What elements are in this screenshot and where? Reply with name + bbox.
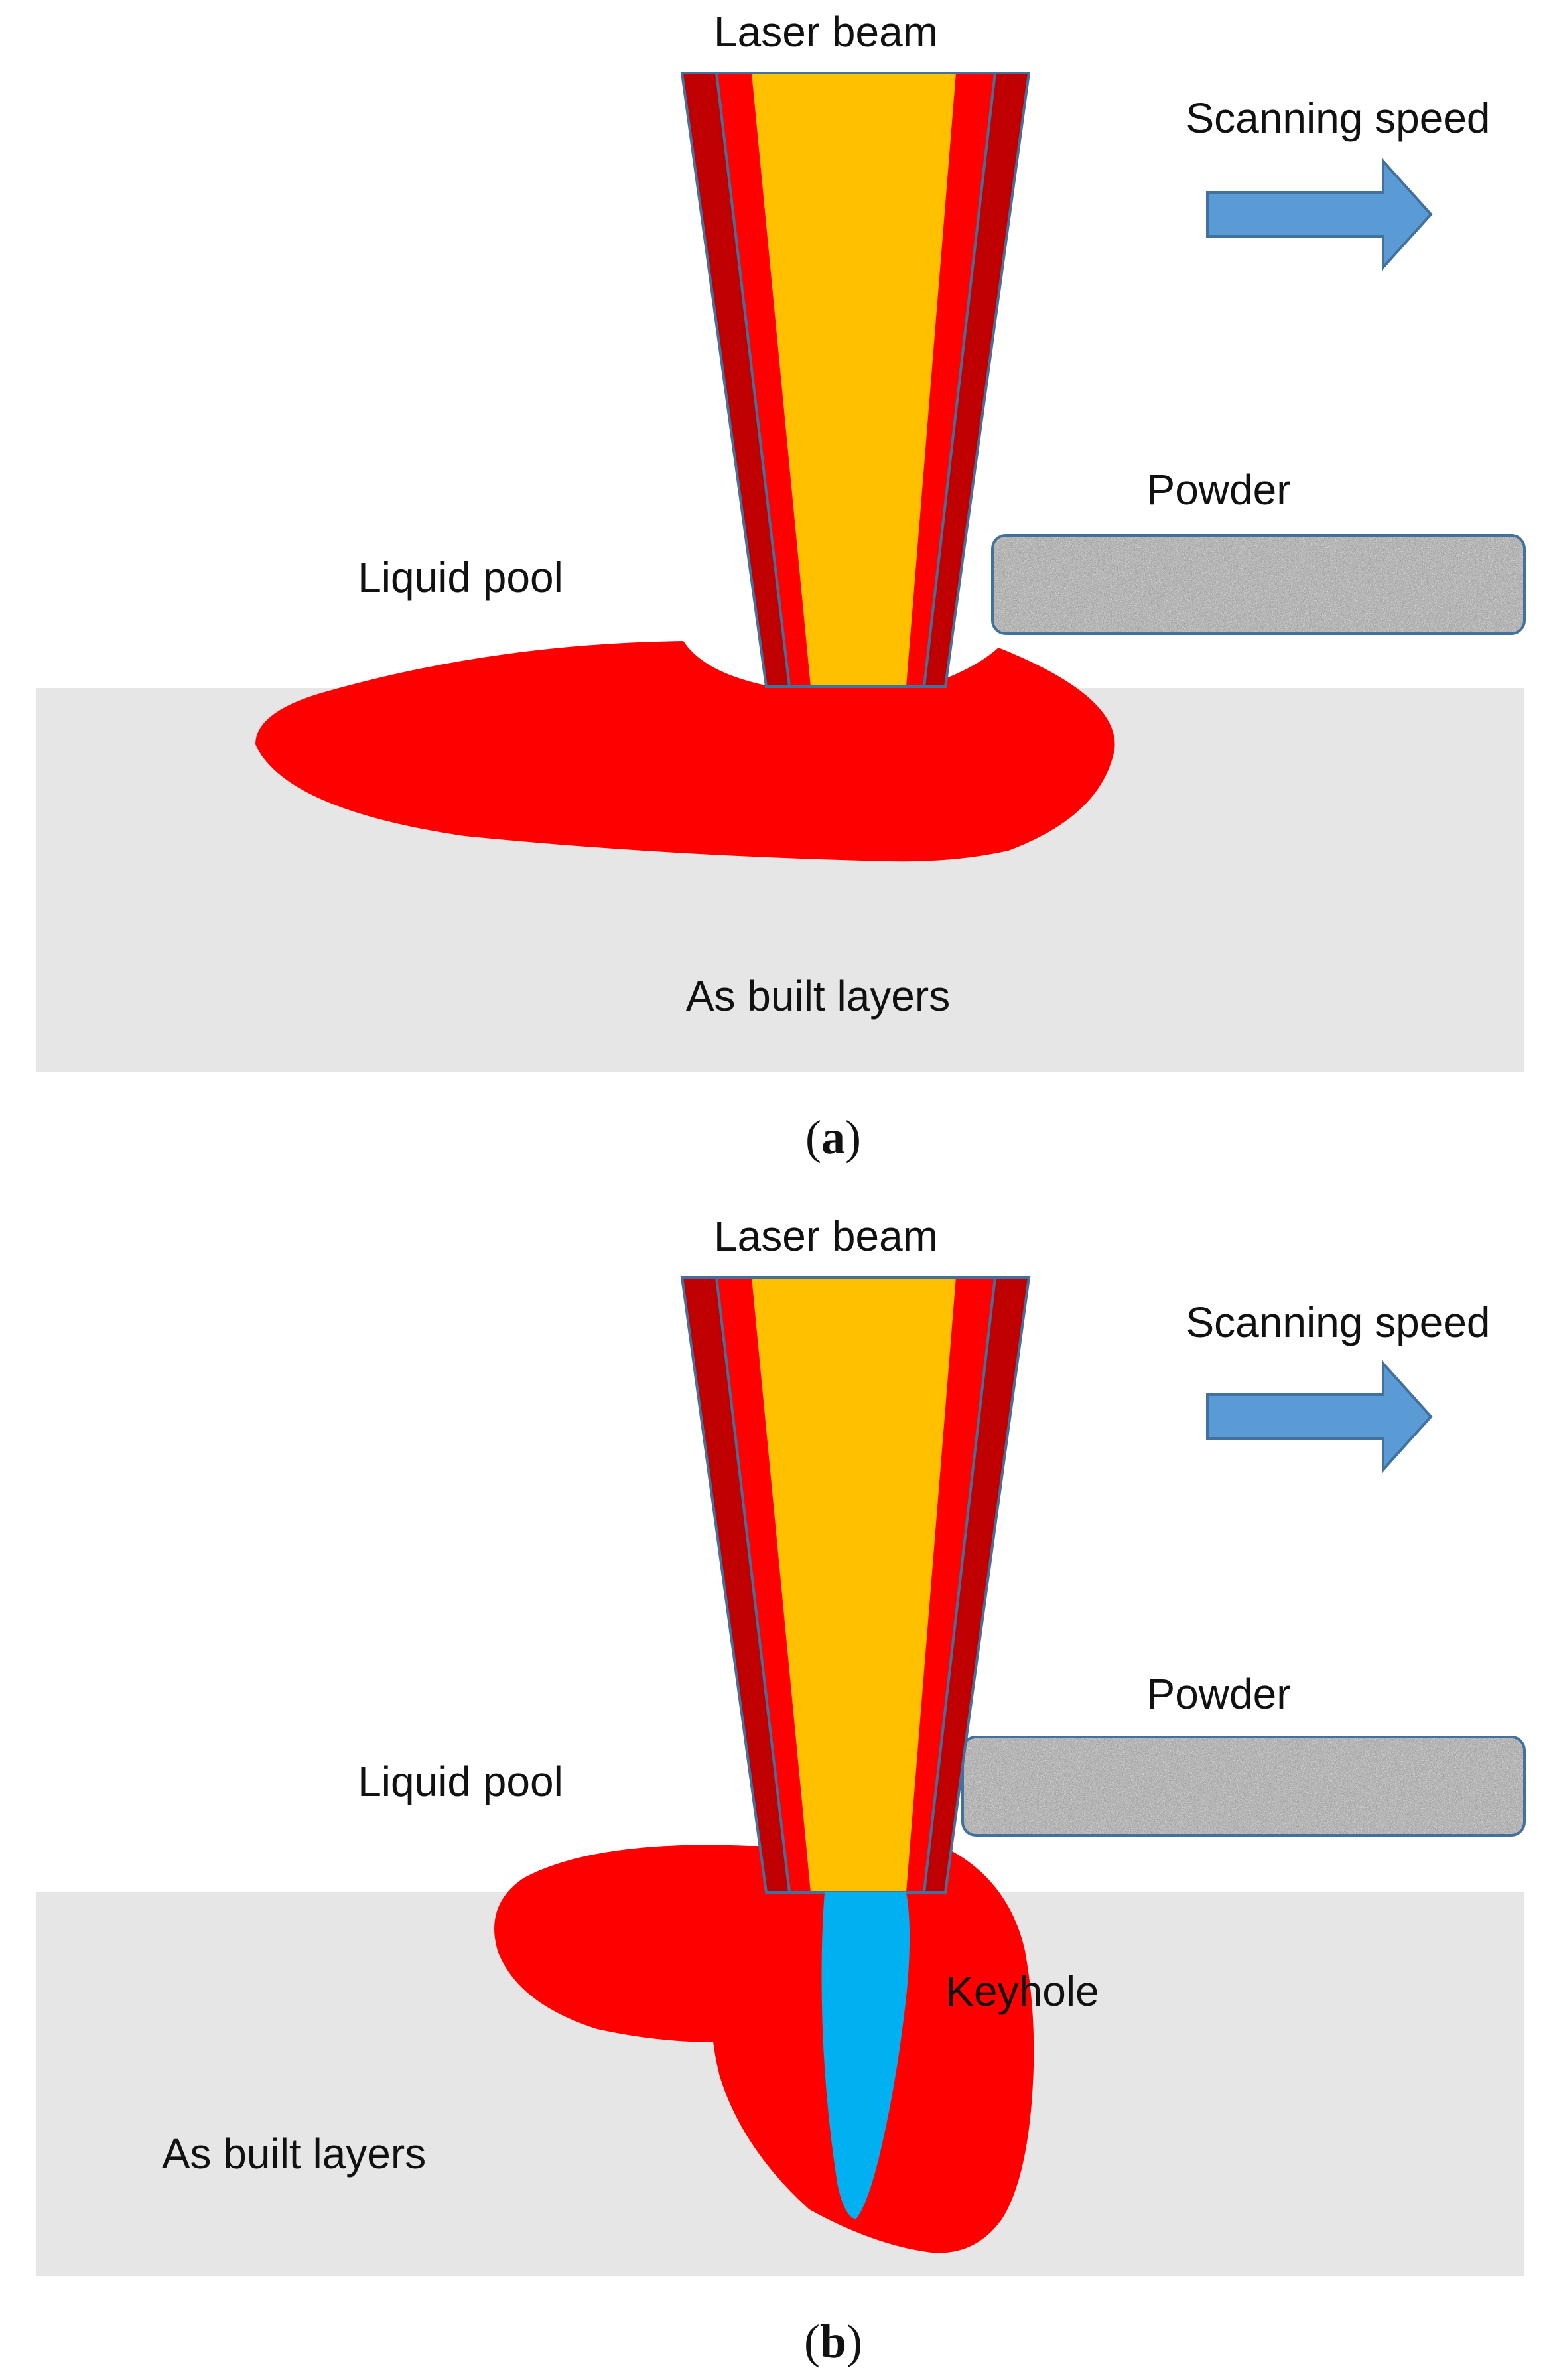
laser-beam — [680, 72, 1031, 688]
panel-a: Laser beam Scanning speed Powder Liquid … — [36, 8, 1526, 1164]
powder-layer — [991, 534, 1526, 635]
liquid-pool-label: Liquid pool — [358, 1758, 563, 1805]
powder-layer — [961, 1736, 1526, 1837]
scanning-direction-arrow — [1206, 157, 1433, 271]
as-built-layers-label: As built layers — [686, 972, 950, 1020]
powder-label: Powder — [1147, 1670, 1291, 1718]
liquid-pool-label: Liquid pool — [358, 553, 563, 601]
laser-beam — [680, 1276, 1031, 1894]
as-built-layers-label: As built layers — [162, 2130, 426, 2178]
powder-label: Powder — [1147, 466, 1291, 514]
keyhole — [821, 1892, 910, 2219]
scanning-direction-arrow — [1206, 1360, 1433, 1474]
scanning-speed-label: Scanning speed — [1185, 94, 1490, 142]
caption-a: (a) — [805, 1111, 861, 1164]
panel-b: Laser beam Scanning speed Powder Liquid … — [36, 1212, 1526, 2368]
caption-b: (b) — [804, 2315, 862, 2368]
laser-beam-label: Laser beam — [714, 8, 938, 56]
scanning-speed-label: Scanning speed — [1185, 1298, 1490, 1346]
melt-pool — [255, 641, 1115, 862]
keyhole-label: Keyhole — [945, 1967, 1099, 2015]
laser-beam-label: Laser beam — [714, 1212, 938, 1260]
